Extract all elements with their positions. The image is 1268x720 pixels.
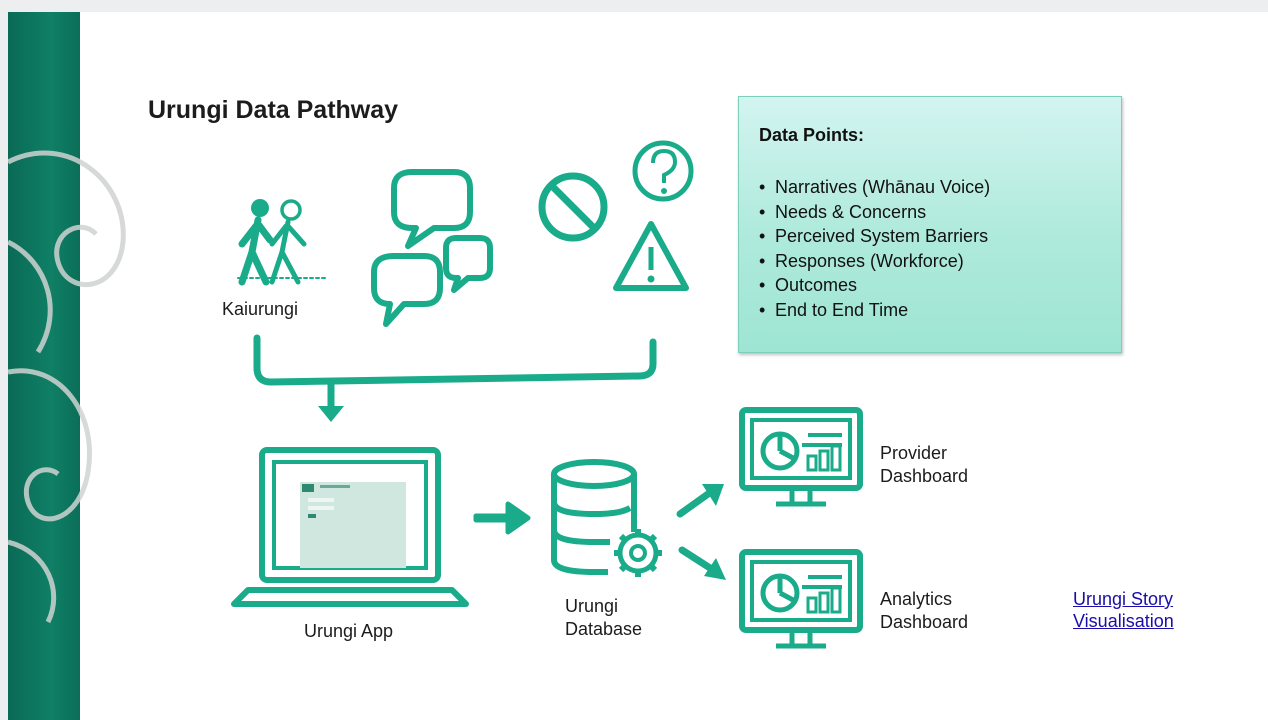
app-input-field — [308, 506, 334, 510]
database-gear-icon — [551, 459, 662, 577]
left-stripe — [8, 12, 80, 720]
pathway-diagram — [231, 140, 1268, 720]
slide-title: Urungi Data Pathway — [148, 96, 399, 124]
app-header-bar — [320, 485, 350, 488]
warning-icon — [613, 221, 689, 291]
walking-people-icon — [237, 199, 327, 286]
app-input-field — [308, 498, 334, 502]
list-item: Outcomes — [759, 273, 990, 298]
dashboard-monitor-icon — [742, 410, 860, 504]
koru-pattern-icon — [8, 150, 126, 624]
prohibited-icon — [538, 172, 608, 242]
provider-dashboard-label: Provider Dashboard — [880, 443, 969, 486]
arrow-icon — [473, 501, 531, 535]
urungi-app-label: Urungi App — [304, 621, 394, 641]
speech-bubbles-icon — [371, 169, 493, 327]
database-label: Urungi Database — [565, 596, 643, 639]
list-item: Needs & Concerns — [759, 200, 990, 225]
laptop-icon — [231, 447, 469, 607]
bracket-connector — [253, 334, 657, 413]
dashboard-monitor-icon — [742, 552, 860, 646]
data-points-box: Data Points: Narratives (Whānau Voice) N… — [738, 96, 1122, 353]
app-login-button — [308, 514, 316, 518]
analytics-dashboard-label: Analytics Dashboard — [880, 589, 969, 632]
app-logo-icon — [302, 484, 314, 492]
data-points-list: Narratives (Whānau Voice) Needs & Concer… — [757, 175, 990, 323]
list-item: Responses (Workforce) — [759, 249, 990, 274]
slide: Urungi Data Pathway — [8, 12, 1268, 720]
urungi-story-visualisation-link[interactable]: Urungi Story Visualisation — [1073, 589, 1174, 631]
data-points-heading: Data Points: — [759, 125, 865, 145]
question-icon — [632, 140, 694, 202]
kaiurungi-label: Kaiurungi — [222, 299, 299, 319]
list-item: Perceived System Barriers — [759, 224, 990, 249]
list-item: Narratives (Whānau Voice) — [759, 175, 990, 200]
list-item: End to End Time — [759, 298, 990, 323]
app-screen-thumbnail — [300, 482, 406, 568]
arrow-icon — [676, 490, 714, 572]
